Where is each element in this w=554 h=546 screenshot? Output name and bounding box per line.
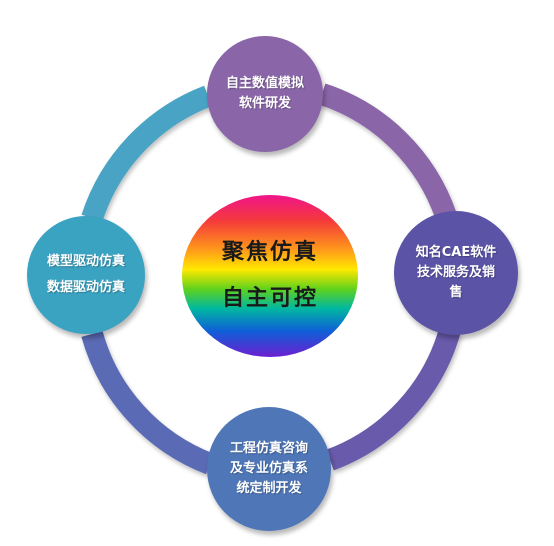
center-rainbow-circle: 聚焦仿真 自主可控 bbox=[182, 195, 358, 357]
center-line-2: 自主可控 bbox=[221, 286, 318, 311]
center-line-1: 聚焦仿真 bbox=[221, 240, 318, 265]
node-right-line-3: 售 bbox=[449, 285, 463, 300]
node-top-line-1: 自主数值模拟 bbox=[225, 76, 304, 91]
node-engineering-consulting: 工程仿真咨询 及专业仿真系 统定制开发 bbox=[207, 407, 331, 531]
node-right-line-1: 知名CAE软件 bbox=[415, 245, 497, 260]
node-bottom-line-1: 工程仿真咨询 bbox=[229, 441, 308, 456]
node-simulation-types: 模型驱动仿真 数据驱动仿真 bbox=[27, 216, 145, 334]
arc-right-to-bottom bbox=[326, 326, 461, 471]
arc-left-to-top bbox=[81, 85, 213, 222]
node-cae-services: 知名CAE软件 技术服务及销 售 bbox=[394, 211, 518, 335]
node-software-development: 自主数值模拟 软件研发 bbox=[207, 36, 323, 152]
node-top-line-2: 软件研发 bbox=[238, 96, 291, 111]
node-bottom-line-3: 统定制开发 bbox=[236, 481, 302, 496]
node-left-line-2: 数据驱动仿真 bbox=[46, 280, 125, 295]
arc-bottom-to-left bbox=[81, 330, 215, 475]
node-left-line-1: 模型驱动仿真 bbox=[46, 254, 125, 269]
node-right-line-2: 技术服务及销 bbox=[416, 265, 495, 280]
node-bottom-line-2: 及专业仿真系 bbox=[229, 461, 308, 476]
arc-top-to-right bbox=[318, 83, 457, 220]
